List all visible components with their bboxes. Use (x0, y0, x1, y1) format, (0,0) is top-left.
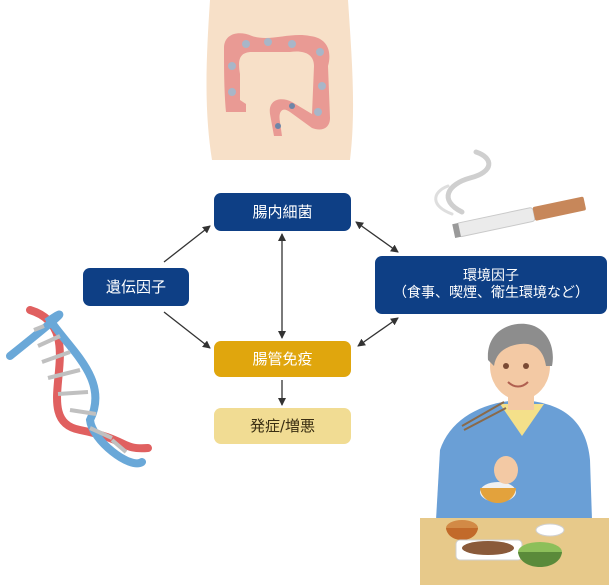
arrow-bacteria-environment (355, 221, 399, 253)
node-genetic-factors-label: 遺伝因子 (105, 277, 166, 296)
arrow-genetic-to-immunity (163, 311, 211, 349)
node-gut-bacteria-label: 腸内細菌 (252, 202, 313, 221)
arrow-environment-immunity (357, 317, 399, 347)
node-gut-bacteria: 腸内細菌 (214, 193, 351, 231)
intestine-illustration (206, 0, 354, 160)
arrow-genetic-to-bacteria (163, 225, 211, 263)
dna-illustration (6, 306, 152, 468)
node-intestinal-immunity: 腸管免疫 (214, 341, 351, 377)
node-genetic-factors: 遺伝因子 (83, 268, 189, 306)
node-environmental-factors: 環境因子 （食事、喫煙、衛生環境など） (375, 256, 607, 314)
node-environmental-factors-title: 環境因子 (463, 267, 519, 284)
man-eating-illustration (420, 323, 609, 585)
cigarette-illustration (434, 149, 586, 238)
node-environmental-factors-detail: （食事、喫煙、衛生環境など） (393, 285, 589, 301)
node-intestinal-immunity-label: 腸管免疫 (252, 349, 313, 368)
node-onset-worsening-label: 発症/増悪 (249, 416, 316, 435)
node-onset-worsening: 発症/増悪 (214, 408, 351, 444)
